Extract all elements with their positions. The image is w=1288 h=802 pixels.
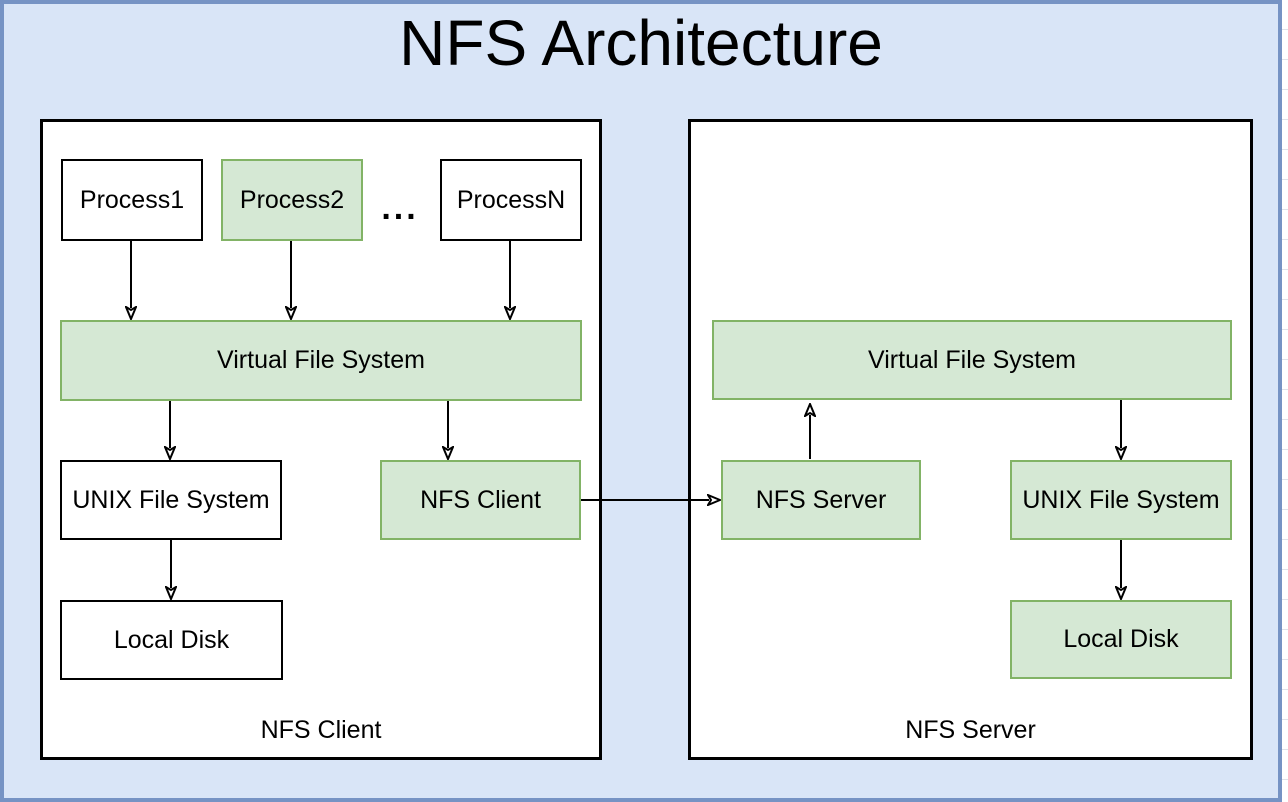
nfs-server-panel-label: NFS Server [905,716,1036,744]
node-nfs-server: NFS Server [721,460,921,540]
ellipsis-more-processes: ... [381,189,419,227]
node-process1: Process1 [61,159,203,241]
node-process2: Process2 [221,159,363,241]
node-virtual-file-system-client: Virtual File System [60,320,582,401]
node-nfs-client: NFS Client [380,460,581,540]
node-local-disk-client: Local Disk [60,600,283,680]
node-unix-file-system-client: UNIX File System [60,460,282,540]
node-virtual-file-system-server: Virtual File System [712,320,1232,400]
page-title: NFS Architecture [399,7,883,79]
node-unix-file-system-server: UNIX File System [1010,460,1232,540]
nfs-client-panel-label: NFS Client [260,716,382,744]
node-processN: ProcessN [440,159,582,241]
node-local-disk-server: Local Disk [1010,600,1232,679]
